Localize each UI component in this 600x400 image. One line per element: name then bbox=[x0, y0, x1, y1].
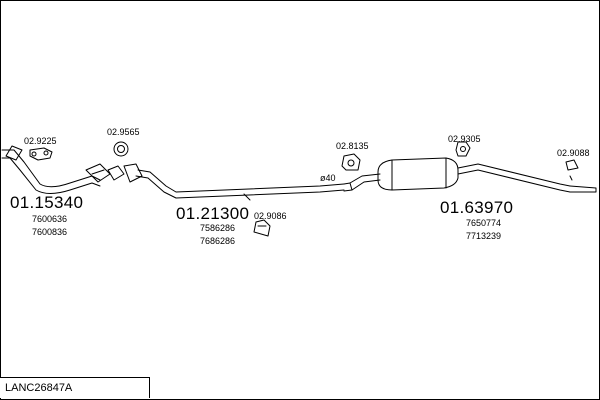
tail-hanger-icon bbox=[565, 159, 579, 181]
hanger-mid-label: 02.9086 bbox=[254, 211, 287, 221]
middle-pipe-part-number: 01.21300 bbox=[176, 204, 250, 223]
middle-hanger-icon bbox=[243, 193, 271, 237]
mount-rear-label: 02.9305 bbox=[448, 134, 481, 144]
front-pipe-oem-1: 7600636 bbox=[32, 214, 68, 224]
front-pipe-oem-numbers: 7600636 7600836 bbox=[32, 213, 67, 239]
clamp-front-label: 02.9565 bbox=[107, 127, 140, 137]
mount-mid-label: 02.8135 bbox=[336, 141, 369, 151]
middle-pipe-oem-numbers: 7586286 7686286 bbox=[200, 222, 235, 248]
diagram-title: LANC26847A bbox=[0, 377, 150, 398]
front-pipe-oem-2: 7600836 bbox=[32, 227, 68, 237]
middle-pipe bbox=[107, 163, 353, 199]
rear-silencer bbox=[349, 157, 597, 193]
front-pipe bbox=[1, 145, 111, 194]
middle-mount-icon bbox=[341, 153, 361, 171]
rear-silencer-oem-1: 7650774 bbox=[466, 218, 502, 228]
rear-silencer-oem-numbers: 7650774 7713239 bbox=[466, 217, 501, 243]
middle-pipe-oem-1: 7586286 bbox=[200, 223, 236, 233]
pipe-diameter-label: ø40 bbox=[320, 173, 336, 183]
front-pipe-part-number: 01.15340 bbox=[10, 193, 84, 212]
rear-silencer-oem-2: 7713239 bbox=[466, 231, 502, 241]
gasket-front-label: 02.9225 bbox=[24, 136, 57, 146]
front-gasket-icon bbox=[29, 147, 53, 161]
hanger-tail-label: 02.9088 bbox=[557, 148, 590, 158]
middle-pipe-oem-2: 7686286 bbox=[200, 236, 236, 246]
rear-silencer-part-number: 01.63970 bbox=[440, 198, 514, 217]
front-clamp-icon bbox=[113, 141, 129, 157]
rear-mount-icon bbox=[455, 141, 471, 157]
